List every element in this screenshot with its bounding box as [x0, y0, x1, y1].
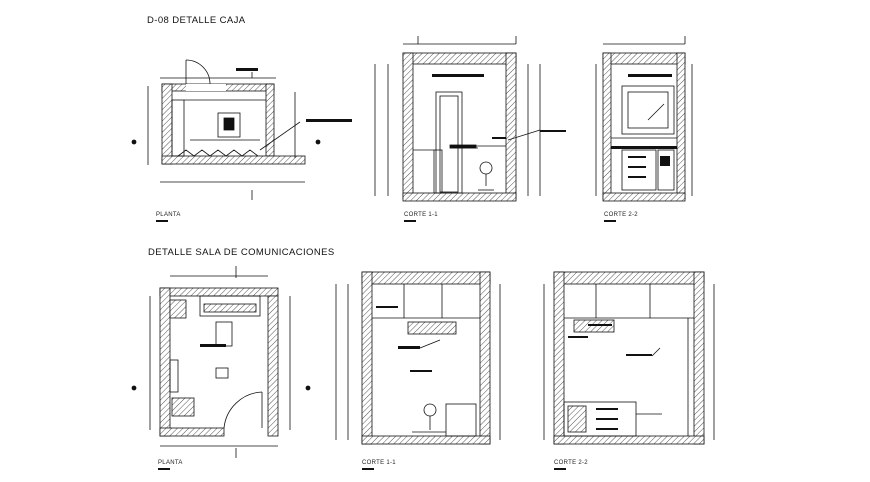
caja-corte-1-label: CORTE 1-1: [404, 212, 438, 222]
sala-corte-2-label: CORTE 2-2: [554, 460, 588, 470]
sala-corte-1-label: CORTE 1-1: [362, 460, 396, 470]
caja-corte-2-drawing: [595, 36, 693, 202]
sala-corte-1-drawing: [335, 271, 501, 445]
sala-planta-label: PLANTA: [158, 460, 183, 470]
caja-corte-1-drawing: [374, 36, 566, 202]
title-detalle-sala-comunicaciones: DETALLE SALA DE COMUNICACIONES: [148, 247, 335, 258]
sala-corte-2-drawing: [543, 271, 715, 445]
title-detalle-caja: D-08 DETALLE CAJA: [147, 15, 246, 26]
caja-planta-label: PLANTA: [156, 212, 181, 222]
caja-planta-drawing: [131, 59, 352, 200]
caja-corte-2-label: CORTE 2-2: [604, 212, 638, 222]
sala-planta-drawing: [131, 266, 311, 458]
